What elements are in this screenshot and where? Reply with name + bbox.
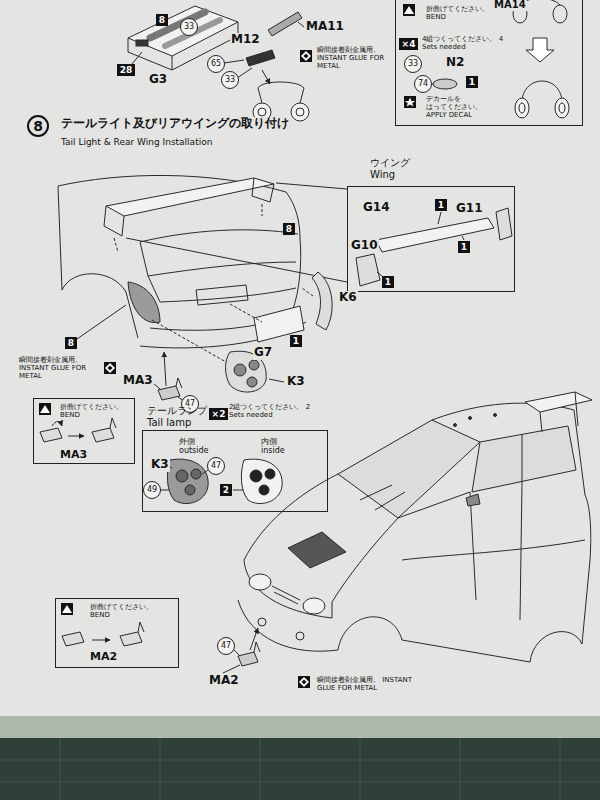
part-number-circle: 33 — [180, 18, 198, 36]
part-number: 47 — [211, 462, 221, 470]
box-text: 外側 outside — [179, 437, 213, 455]
part-number: 2 — [223, 486, 229, 495]
part-number-square: 8 — [156, 14, 168, 26]
part-number-circle: 65 — [207, 55, 225, 73]
part-label: G3 — [148, 73, 168, 87]
part-label: G7 — [253, 346, 273, 360]
part-number: 65 — [211, 60, 221, 68]
part-number: 74 — [418, 80, 428, 88]
part-label: G10 — [350, 239, 379, 253]
instruction-box: テールランプ Tail lamp2組つくってください。 2 Sets neede… — [142, 430, 328, 512]
box-text: デカールを はってください。 APPLY DECAL — [426, 95, 490, 119]
part-number: 33 — [184, 23, 194, 31]
part-label: K6 — [338, 291, 358, 305]
part-number: 1 — [293, 337, 299, 346]
part-number: 1 — [461, 243, 467, 252]
part-label: M12 — [230, 33, 261, 47]
note-text: 瞬間接着剤金属用。 INSTANT GLUE FOR METAL — [316, 46, 394, 70]
part-label: N2 — [445, 56, 465, 70]
instruction-box: 折曲げてください。 BEND MA3 — [33, 398, 135, 464]
part-number-square: ×2 — [209, 408, 228, 420]
instruction-box: 折曲げてください。 BEND 4組つくってください。 4 Sets needed デ… — [395, 0, 583, 126]
note-text: 瞬間接着剤金属用。 INSTANT GLUE FOR METAL — [316, 676, 418, 692]
part-label: G14 — [362, 201, 391, 215]
part-label: K3 — [286, 375, 306, 389]
part-number-circle: 47 — [207, 457, 225, 475]
part-number: ×2 — [212, 410, 226, 419]
part-number-circle: 74 — [414, 75, 432, 93]
box-text: 折曲げてください。 BEND — [90, 603, 162, 619]
part-number-square: 28 — [117, 64, 135, 76]
part-label: MA2 — [208, 674, 240, 688]
part-label: MA3 — [122, 374, 154, 388]
part-number: 1 — [438, 201, 444, 210]
note-text: 瞬間接着剤金属用。 INSTANT GLUE FOR METAL — [18, 356, 102, 380]
part-number: 49 — [147, 486, 157, 494]
part-label: MA11 — [305, 20, 345, 34]
part-number-square: 8 — [65, 337, 77, 349]
part-number-square: ×4 — [399, 38, 418, 50]
box-text: MA2 — [90, 651, 117, 664]
box-text: テールランプ Tail lamp — [147, 405, 213, 428]
step-title: テールライト及びリアウイングの取り付け — [60, 117, 290, 131]
part-number: 1 — [469, 78, 475, 87]
box-text: ウイング Wing — [370, 157, 420, 180]
part-number-square: 1 — [458, 241, 470, 253]
part-number: 28 — [120, 66, 133, 75]
part-number: 8 — [286, 225, 292, 234]
box-text: 折曲げてください。 BEND — [60, 403, 132, 419]
part-number-circle: 49 — [143, 481, 161, 499]
part-number-square: 1 — [466, 76, 478, 88]
part-label: K3 — [150, 458, 170, 472]
step-number: 8 — [27, 115, 49, 137]
part-number: 8 — [33, 119, 43, 133]
box-text: 4組つくってください。 4 Sets needed — [422, 35, 506, 51]
instruction-box: 折曲げてください。 BEND MA2 — [55, 598, 179, 668]
part-number: ×4 — [402, 40, 416, 49]
part-number: 33 — [408, 60, 418, 68]
part-number-circle: 33 — [404, 55, 422, 73]
box-text: 内側 inside — [261, 437, 295, 455]
part-label: MA14 — [493, 0, 527, 11]
part-number: 47 — [221, 642, 231, 650]
note-text: Tail Light & Rear Wing Installation — [60, 137, 213, 147]
part-number-square: 1 — [382, 276, 394, 288]
part-number: 8 — [159, 16, 165, 25]
part-number-square: 2 — [220, 484, 232, 496]
part-number: 1 — [385, 278, 391, 287]
part-number-square: 1 — [290, 335, 302, 347]
part-number-square: 8 — [283, 223, 295, 235]
box-text: MA3 — [60, 449, 87, 462]
part-number: 33 — [225, 76, 235, 84]
part-number-circle: 47 — [217, 637, 235, 655]
part-number-square: 1 — [435, 199, 447, 211]
part-number: 8 — [68, 339, 74, 348]
part-label: G11 — [455, 202, 484, 216]
box-text: 折曲げてください。 BEND — [426, 5, 498, 21]
part-number-circle: 33 — [221, 71, 239, 89]
box-text: 2組つくってください。 2 Sets needed — [229, 403, 313, 419]
